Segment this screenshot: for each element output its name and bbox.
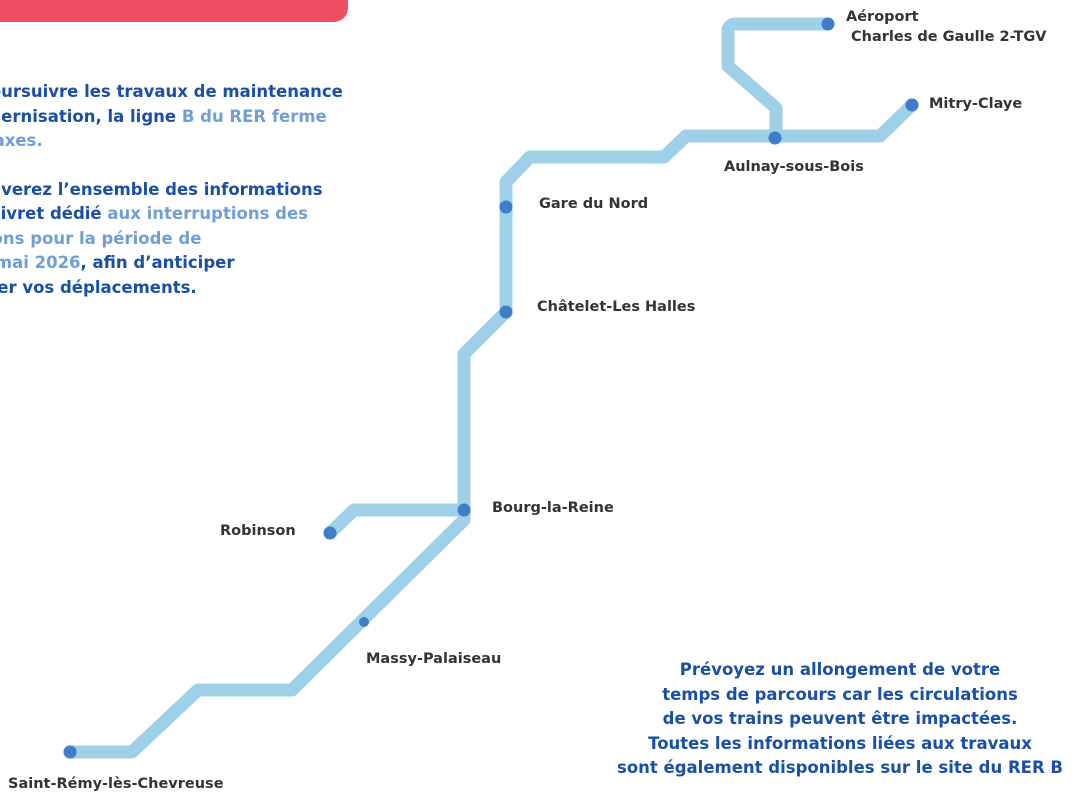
footer-line-3: de vos trains peuvent être impactées. [662,709,1018,728]
intro-p1-line2: odernisation, la ligne [0,106,177,126]
intro-text: poursuivre les travaux de maintenance od… [0,80,448,324]
station-dot-chatelet [499,305,513,319]
station-label-robinson: Robinson [220,523,296,539]
line-main [63,17,835,759]
intro-p1-highlight: B du RER ferme [181,106,327,126]
intro-p2-line5: arer vos déplacements. [0,277,197,297]
header-banner [0,0,348,22]
intro-paragraph-1: poursuivre les travaux de maintenance od… [0,80,448,154]
footer-line-4: Toutes les informations liées aux travau… [648,733,1032,753]
intro-p1-line1: poursuivre les travaux de maintenance [0,82,343,101]
station-dot-aeroport [821,17,835,31]
station-label-bourg-la-reine: Bourg-la-Reine [492,500,614,516]
footer-note: Prévoyez un allongement de votre temps d… [540,658,1085,781]
footer-line-5: sont également disponibles sur le site d… [617,758,1063,777]
station-label-chatelet: Châtelet-Les Halles [537,299,696,315]
station-dot-saint-remy [63,745,77,759]
station-label-aeroport: Aéroport [846,9,919,25]
intro-p2-highlight-1: aux interruptions des [107,204,308,223]
station-label-gare-du-nord: Gare du Nord [539,196,649,212]
station-dot-massy [359,617,369,627]
station-dot-aulnay [768,131,782,145]
station-dot-bourg-la-reine [457,503,471,517]
footer-line-2: temps de parcours car les circulations [662,684,1018,704]
station-label-massy: Massy-Palaiseau [366,651,502,667]
line-robinson-branch [323,503,471,540]
station-label-aeroport-line2: Charles de Gaulle 2-TGV [851,29,1047,45]
station-dot-gare-du-nord [499,200,513,214]
station-label-saint-remy: Saint-Rémy-lès-Chevreuse [8,776,224,792]
footer-line-1: Prévoyez un allongement de votre [679,660,1001,679]
station-dot-robinson [323,526,337,540]
intro-paragraph-2: ouverez l’ensemble des informations e li… [0,178,448,301]
intro-p2-line3: tions pour la période de [0,228,202,248]
line-mitry-branch [769,98,919,143]
station-dot-mitry [905,98,919,112]
intro-p2-line4: , afin d’anticiper [80,253,235,272]
station-label-aulnay: Aulnay-sous-Bois [724,159,864,175]
intro-p1-line3: s axes. [0,131,43,150]
station-label-mitry: Mitry-Claye [929,96,1023,112]
intro-p2-highlight-2: à mai 2026 [0,253,81,272]
intro-p2-line1: ouverez l’ensemble des informations [0,179,323,199]
intro-p2-line2: e livret dédié [0,204,102,223]
